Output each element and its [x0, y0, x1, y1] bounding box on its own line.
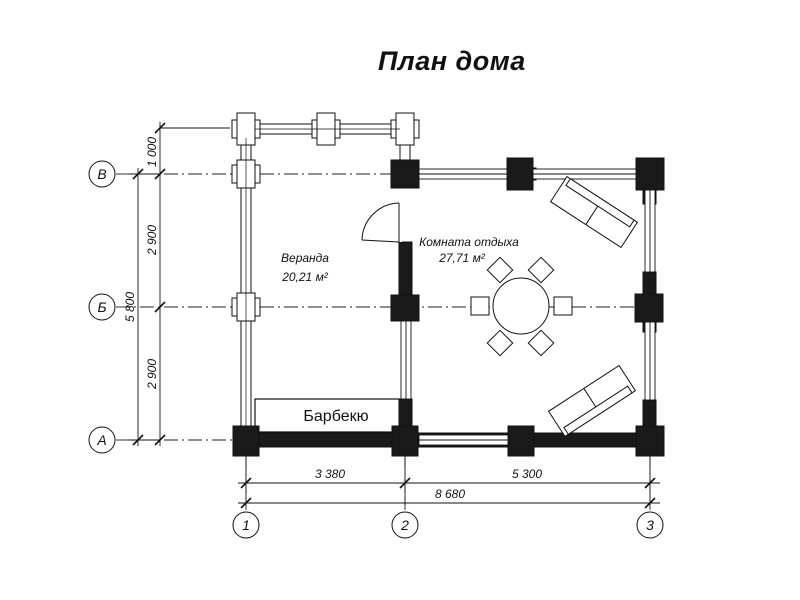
- dining-set: [470, 256, 573, 357]
- lounge-walls: [232, 157, 665, 457]
- dim-5800: 5 800: [123, 292, 137, 322]
- axis-bubble-b: [88, 293, 116, 321]
- chair: [486, 329, 514, 357]
- door: [361, 202, 402, 243]
- dim-5300: 5 300: [512, 467, 542, 481]
- dim-2900-top: 2 900: [145, 225, 159, 256]
- axis-label-a: А: [96, 432, 106, 448]
- dim-1000: 1 000: [145, 137, 159, 167]
- chair: [486, 256, 514, 284]
- chair: [553, 296, 573, 316]
- axis-bubble-3: [636, 511, 664, 539]
- dim-8680: 8 680: [435, 487, 465, 501]
- left-dimension-lines: [137, 122, 161, 446]
- lounge-name: Комната отдыха: [419, 235, 519, 249]
- veranda-area: 20,21 м²: [281, 270, 329, 284]
- axis-label-1: 1: [242, 517, 250, 533]
- left-dimension-ticks: [132, 122, 166, 446]
- axis-lines: [116, 173, 660, 510]
- chair: [527, 256, 555, 284]
- axis-bubble-2: [391, 511, 419, 539]
- windows: [400, 168, 656, 446]
- sofa-bottom: [547, 364, 637, 438]
- dim-3380: 3 380: [315, 467, 345, 481]
- sofa-top: [549, 175, 639, 249]
- veranda-frame: [231, 112, 420, 441]
- axis-bubble-a: [88, 426, 116, 454]
- chair: [470, 296, 490, 316]
- veranda-name: Веранда: [281, 251, 329, 265]
- plan-title: План дома: [378, 46, 526, 76]
- bbq-area: Барбекю: [254, 398, 402, 433]
- axis-bubble-v: [88, 160, 116, 188]
- axis-bubble-1: [232, 511, 260, 539]
- axis-label-2: 2: [400, 517, 409, 533]
- bottom-dimension-ticks: [240, 477, 656, 509]
- round-table: [492, 277, 550, 335]
- lounge-area: 27,71 м²: [438, 251, 486, 265]
- dim-2900-bottom: 2 900: [145, 359, 159, 390]
- chair: [527, 329, 555, 357]
- axis-label-3: 3: [646, 517, 654, 533]
- extension-lines: [130, 127, 651, 505]
- bbq-label: Барбекю: [303, 408, 368, 425]
- axis-label-b: Б: [97, 299, 106, 315]
- axis-bubbles: [88, 160, 664, 539]
- bottom-dimension-lines: [238, 482, 660, 504]
- axis-label-v: В: [97, 166, 106, 182]
